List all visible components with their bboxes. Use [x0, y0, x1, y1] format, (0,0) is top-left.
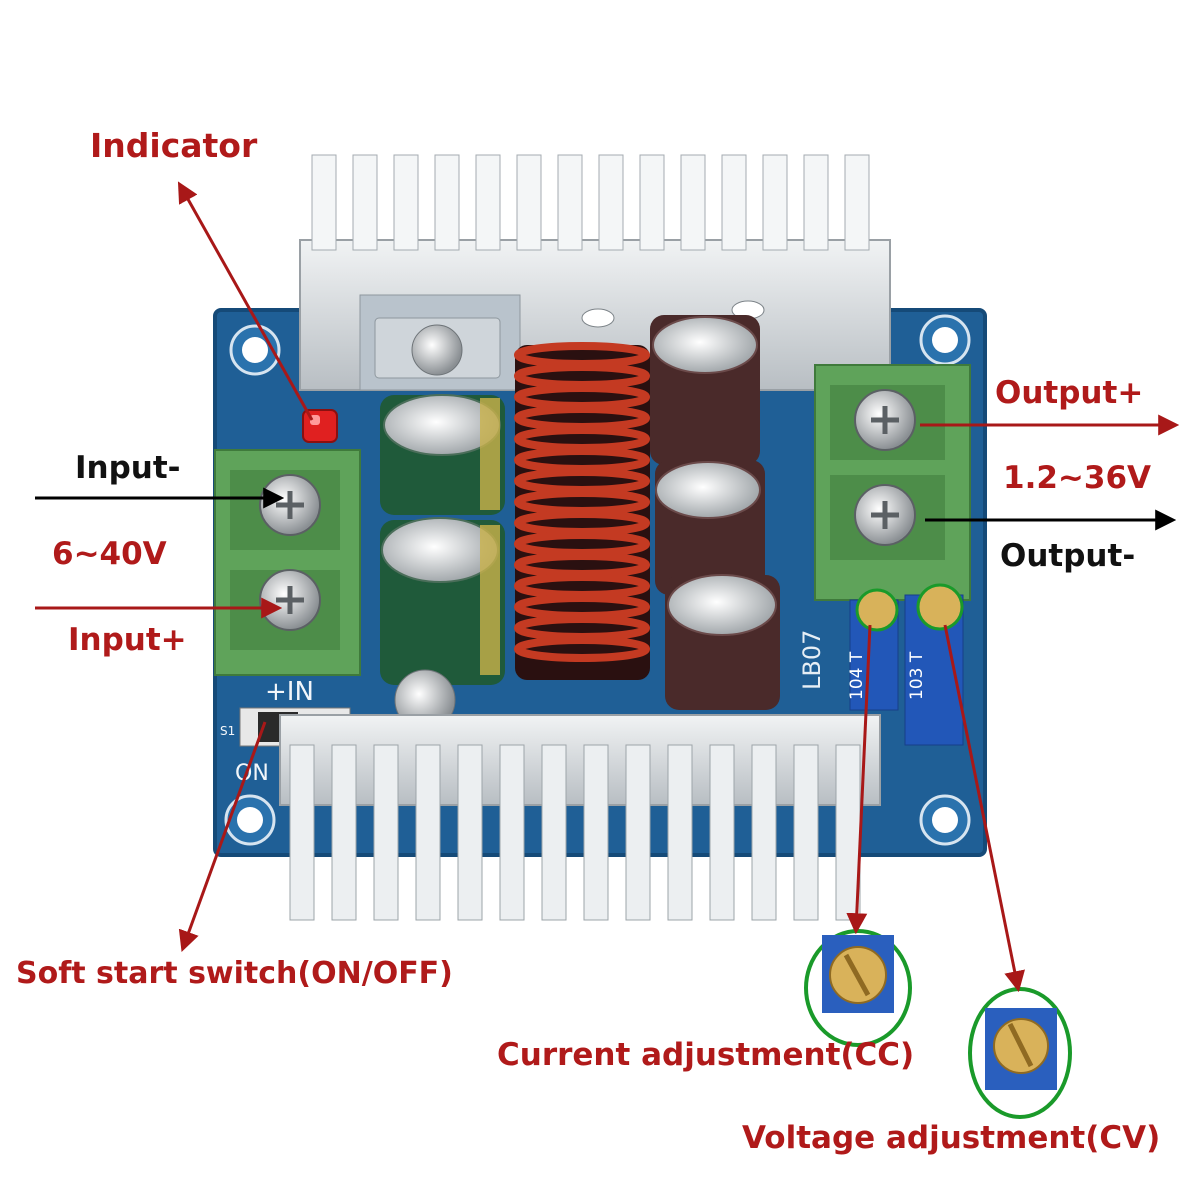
voltage-trimmer-highlight — [916, 583, 964, 631]
screw-icon — [259, 569, 321, 631]
output-capacitor-top — [650, 315, 760, 465]
switch-state-silkscreen: ON — [235, 761, 269, 786]
current-trimmer-zoom — [804, 929, 912, 1047]
screw-icon — [854, 484, 916, 546]
heatsink-fin — [311, 154, 337, 251]
bottom-heatsink — [279, 669, 881, 921]
heatsink-fin — [625, 744, 651, 921]
output-minus-label: Output- — [1000, 538, 1136, 574]
current-adjust-arrow — [846, 624, 872, 935]
board-id-silkscreen: LB07 — [798, 630, 826, 690]
heatsink-fin — [639, 154, 665, 251]
input-plus-label: Input+ — [68, 622, 187, 658]
heatsink-fin — [721, 154, 747, 251]
input-terminal-block — [214, 449, 361, 676]
inductor-coil — [514, 342, 650, 680]
voltage-trimmer-zoom — [968, 987, 1072, 1119]
heatsink-fin — [393, 154, 419, 251]
heatsink-fin — [680, 154, 706, 251]
heatsink-fin — [373, 744, 399, 921]
current-trimmer-highlight — [855, 588, 899, 632]
input-capacitor-upper — [380, 394, 505, 515]
soft-start-label: Soft start switch(ON/OFF) — [16, 956, 453, 991]
heatsink-fin — [541, 744, 567, 921]
heatsink-fin — [415, 744, 441, 921]
input-minus-label: Input- — [75, 450, 181, 486]
switch-ref-silkscreen: S1 — [220, 724, 235, 738]
output-capacitor-middle — [655, 460, 765, 595]
heatsink-fin — [557, 154, 583, 251]
heatsink-fin — [289, 744, 315, 921]
heatsink-fin — [598, 154, 624, 251]
heatsink-fin — [762, 154, 788, 251]
input-range-label: 6~40V — [52, 536, 167, 572]
heatsink-fin — [803, 154, 829, 251]
heatsink-fin — [667, 744, 693, 921]
indicator-arrow — [177, 181, 314, 421]
heatsink-fin — [331, 744, 357, 921]
voltage-adjust-arrow — [943, 624, 1025, 993]
heatsink-fin — [844, 154, 870, 251]
mount-hole — [919, 794, 971, 846]
in-plus-silkscreen: +IN — [265, 677, 314, 707]
screw-icon — [259, 474, 321, 536]
heatsink-fin — [516, 154, 542, 251]
output-terminal-block — [814, 364, 971, 601]
input-capacitor-lower — [380, 517, 505, 685]
heatsink-fin — [457, 744, 483, 921]
heatsink-fin — [793, 744, 819, 921]
heatsink-fin — [499, 744, 525, 921]
output-capacitor-bottom — [665, 574, 780, 710]
current-adjust-label: Current adjustment(CC) — [497, 1037, 915, 1073]
top-heatsink — [299, 154, 891, 391]
heatsink-fin — [751, 744, 777, 921]
mount-hole — [224, 794, 276, 846]
mount-hole — [919, 314, 971, 366]
coil-turn — [514, 636, 650, 662]
output-range-label: 1.2~36V — [1003, 460, 1152, 496]
heatsink-fin — [583, 744, 609, 921]
heatsink-fin — [434, 154, 460, 251]
voltage-adjust-label: Voltage adjustment(CV) — [742, 1120, 1161, 1156]
heatsink-fin — [709, 744, 735, 921]
soft-start-arrow — [178, 721, 267, 952]
output-plus-label: Output+ — [995, 375, 1144, 411]
heatsink-fin — [475, 154, 501, 251]
trimmer-code-label: 103 T — [907, 651, 927, 700]
heatsink-fin — [352, 154, 378, 251]
screw-icon — [854, 389, 916, 451]
trimmer-code-label: 104 T — [847, 651, 867, 700]
indicator-label: Indicator — [90, 126, 258, 165]
